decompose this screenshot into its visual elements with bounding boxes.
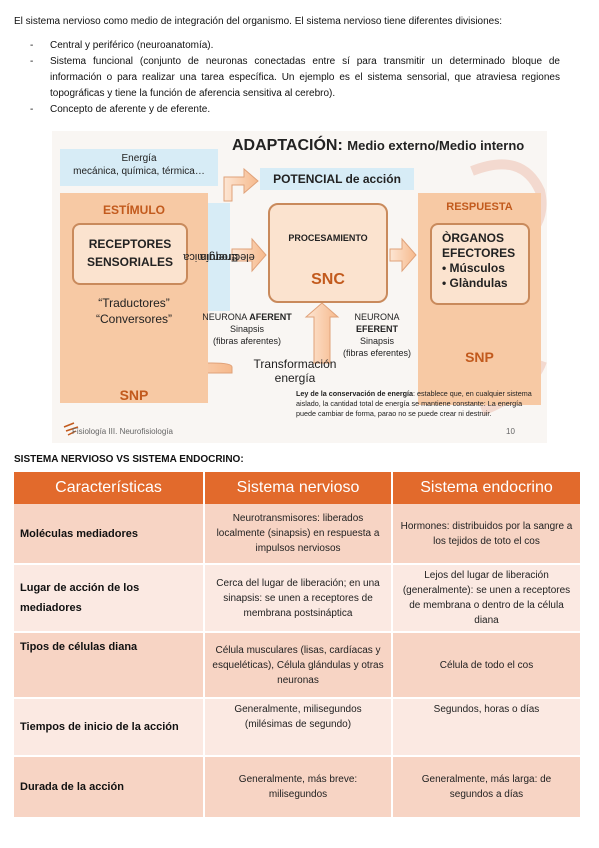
- processing-label: PROCESAMIENTO: [288, 233, 368, 243]
- arrow-to-processing: [231, 237, 267, 273]
- table-cell: Célula musculares (lisas, cardíacas y es…: [204, 632, 393, 699]
- table-cell: Generalmente, más larga: de segundos a d…: [392, 756, 580, 819]
- bullet-dash: -: [30, 40, 34, 51]
- diagram-footer-source: Fisiología III. Neurofisiología: [72, 427, 173, 436]
- table-row: Lugar de acción de los mediadores Cerca …: [14, 564, 580, 633]
- energy-law-text: Ley de la conservación de energía: estab…: [296, 389, 532, 418]
- table-cell: Lugar de acción de los mediadores: [14, 564, 205, 633]
- table-header: Sistema endocrino: [392, 472, 580, 504]
- table-cell: Hormones: distribuidos por la sangre a l…: [392, 504, 580, 565]
- intro-paragraph: El sistema nervioso como medio de integr…: [14, 16, 503, 27]
- bullet-dash: -: [30, 56, 34, 67]
- snp-right-label: SNP: [465, 349, 494, 365]
- diagram-page-number: 10: [506, 427, 515, 436]
- comparison-table: Características Sistema nervioso Sistema…: [14, 472, 580, 819]
- diagram-title: ADAPTACIÓN: Medio externo/Medio interno: [232, 137, 525, 154]
- table-cell: Lejos del lugar de liberación (generalme…: [392, 564, 580, 633]
- table-cell: Tipos de células diana: [14, 632, 205, 699]
- adaptation-diagram: ADAPTACIÓN: Medio externo/Medio interno …: [52, 131, 547, 443]
- energy-box: Energía mecánica, química, térmica…: [60, 149, 218, 186]
- bullet-dash: -: [30, 104, 34, 115]
- table-cell: Durada de la acción: [14, 756, 205, 819]
- table-cell: Neurotransmisores: liberados localmente …: [204, 504, 393, 565]
- table-row: Tiempos de inicio de la acción Generalme…: [14, 698, 580, 757]
- table-cell: Moléculas mediadores: [14, 504, 205, 565]
- table-header: Características: [14, 472, 205, 504]
- list-item: -Concepto de aferente y de eferente.: [30, 102, 560, 118]
- effector-organs-box: ÒRGANOS EFECTORES • Músculos • Glàndulas: [430, 223, 530, 305]
- traductores-text: “Traductores” “Conversores”: [95, 296, 173, 326]
- snc-label: SNC: [311, 271, 345, 288]
- snp-left-label: SNP: [119, 387, 149, 403]
- divisions-list: -Central y periférico (neuroanatomía). -…: [30, 38, 560, 118]
- transformation-text: Transformación energía: [253, 357, 337, 385]
- table-header: Sistema nervioso: [204, 472, 393, 504]
- table-cell: Segundos, horas o días: [392, 698, 580, 757]
- table-cell: Generalmente, milisegundos (milésimas de…: [204, 698, 393, 757]
- response-label: RESPUESTA: [446, 201, 513, 213]
- table-cell: Generalmente, más breve: milisegundos: [204, 756, 393, 819]
- receptors-box: RECEPTORES SENSORIALES: [72, 223, 188, 285]
- list-item: -Central y periférico (neuroanatomía).: [30, 38, 560, 54]
- stimulus-label: ESTÍMULO: [103, 203, 165, 217]
- table-row: Durada de la acción Generalmente, más br…: [14, 756, 580, 819]
- section-title: SISTEMA NERVIOSO VS SISTEMA ENDOCRINO:: [14, 454, 244, 465]
- table-cell: Cerca del lugar de liberación; en una si…: [204, 564, 393, 633]
- table-row: Moléculas mediadores Neurotransmisores: …: [14, 504, 580, 565]
- arrow-to-response: [389, 237, 417, 273]
- list-item: -Sistema funcional (conjunto de neuronas…: [30, 56, 560, 99]
- table-row: Tipos de células diana Célula musculares…: [14, 632, 580, 699]
- table-cell: Célula de todo el cos: [392, 632, 580, 699]
- afferent-neuron-text: NEURONA AFERENT Sinapsis (fibras aferent…: [202, 312, 292, 346]
- logo-icon: [63, 422, 79, 436]
- arrow-up-potencial: [223, 167, 259, 202]
- efferent-neuron-text: NEURONA EFERENT Sinapsis (fibras eferent…: [342, 312, 412, 358]
- table-cell: Tiempos de inicio de la acción: [14, 698, 205, 757]
- processing-box: [268, 203, 388, 303]
- arrow-up-snc: [304, 302, 340, 364]
- table-header-row: Características Sistema nervioso Sistema…: [14, 472, 580, 504]
- potencial-box: POTENCIAL de acción: [260, 168, 414, 190]
